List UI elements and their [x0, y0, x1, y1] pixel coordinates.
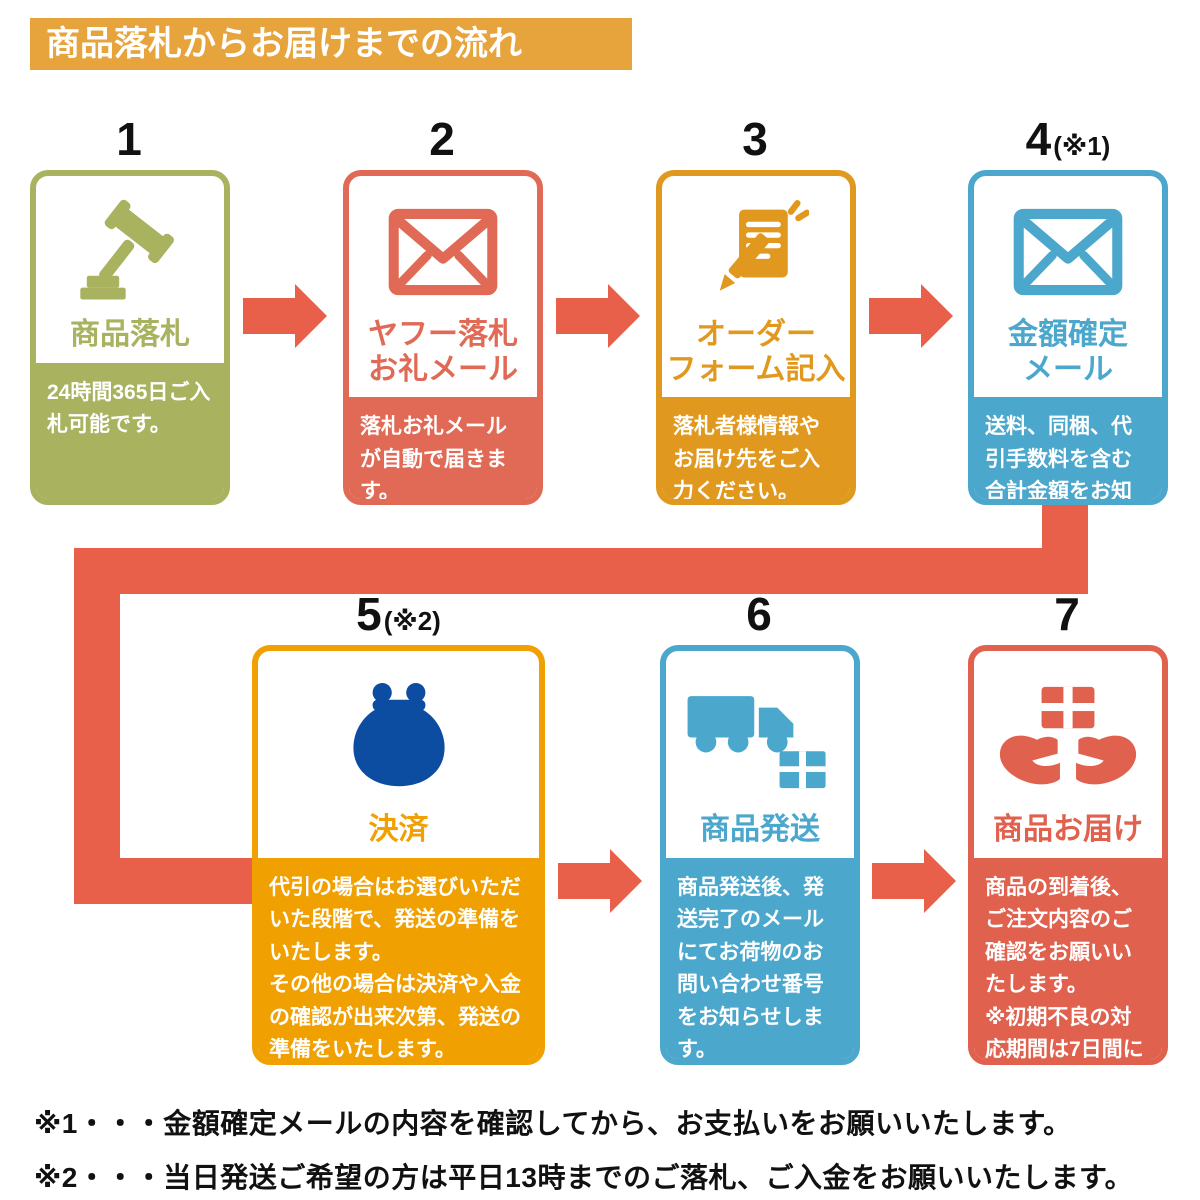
step-desc: 落札者様情報やお届け先をご入力ください。	[662, 397, 850, 499]
footnote-1: ※1・・・金額確定メールの内容を確認してから、お支払いをお願いいたします。	[34, 1108, 1072, 1139]
mail-icon	[349, 176, 537, 316]
flow-arrow-1-2	[243, 298, 295, 334]
hands-package-icon	[974, 651, 1162, 811]
mail-icon	[974, 176, 1162, 316]
step-label: 商品落札	[70, 318, 190, 351]
step-label: 商品お届け	[993, 813, 1143, 846]
connector-pipe-left	[74, 548, 120, 904]
step-number: 1	[116, 113, 142, 165]
step-desc: 落札お礼メールが自動で届きます。	[349, 397, 537, 499]
page-title: 商品落札からお届けまでの流れ	[30, 18, 632, 70]
step-number: 7	[1054, 588, 1080, 640]
step-label: 金額確定メール	[1008, 318, 1128, 386]
order-form-icon	[662, 176, 850, 316]
step-label: 決済	[368, 813, 429, 846]
gavel-icon	[36, 176, 224, 316]
step-card-auction-win: 1 商品落札 24時間365日ご入札可能です。	[30, 112, 230, 505]
step-number: 3	[742, 113, 768, 165]
step-desc: 24時間365日ご入札可能です。	[36, 362, 224, 499]
connector-pipe-horizontal	[74, 548, 1088, 594]
coin-purse-icon	[258, 651, 539, 811]
step-number: 4(※1)	[1025, 113, 1111, 165]
flow-arrow-5-6	[558, 863, 610, 899]
step-label: 商品発送	[700, 813, 820, 846]
step-desc: 代引の場合はお選びいただいた段階で、発送の準備をいたします。 その他の場合は決済…	[258, 857, 539, 1059]
step-label: オーダーフォーム記入	[666, 318, 846, 386]
step-card-payment: 5(※2) 決済 代引の場合はお選びいただいた段階で、発送の準備をいたします。 …	[252, 587, 545, 1065]
footnote-2: ※2・・・当日発送ご希望の方は平日13時までのご落札、ご入金をお願いいたします。	[34, 1162, 1134, 1193]
delivery-truck-icon	[666, 651, 854, 811]
step-number: 6	[746, 588, 772, 640]
flow-arrow-6-7	[872, 863, 924, 899]
step-desc: 商品発送後、発送完了のメールにてお荷物のお問い合わせ番号をお知らせします。	[666, 857, 854, 1059]
step-desc: 送料、同梱、代引手数料を含む合計金額をお知らせします。	[974, 397, 1162, 499]
step-card-thanks-mail: 2 ヤフー落札お礼メール 落札お礼メールが自動で届きます。	[343, 112, 543, 505]
step-card-shipping: 6 商品発送 商品発送後、発送完了のメールにてお荷物のお問い合	[660, 587, 860, 1065]
connector-pipe-into-step5	[74, 858, 260, 904]
step-label: ヤフー落札お礼メール	[368, 318, 518, 386]
flow-arrow-2-3	[556, 298, 608, 334]
flow-arrow-3-4	[869, 298, 921, 334]
step-card-order-form: 3 オーダーフォーム記入 落札者様情報やお届	[656, 112, 856, 505]
step-desc: 商品の到着後、ご注文内容のご確認をお願いいたします。 ※初期不良の対応期間は7日…	[974, 857, 1162, 1059]
step-card-price-mail: 4(※1) 金額確定メール 送料、同梱、代引手数料を含む合計金額をお知らせします…	[968, 112, 1168, 505]
step-card-delivery: 7 商品お届け 商品の到着後、ご注文内容のご確認をお願いいたします。 ※初期不良…	[968, 587, 1168, 1065]
step-number: 5(※2)	[356, 588, 441, 640]
step-number: 2	[429, 113, 455, 165]
